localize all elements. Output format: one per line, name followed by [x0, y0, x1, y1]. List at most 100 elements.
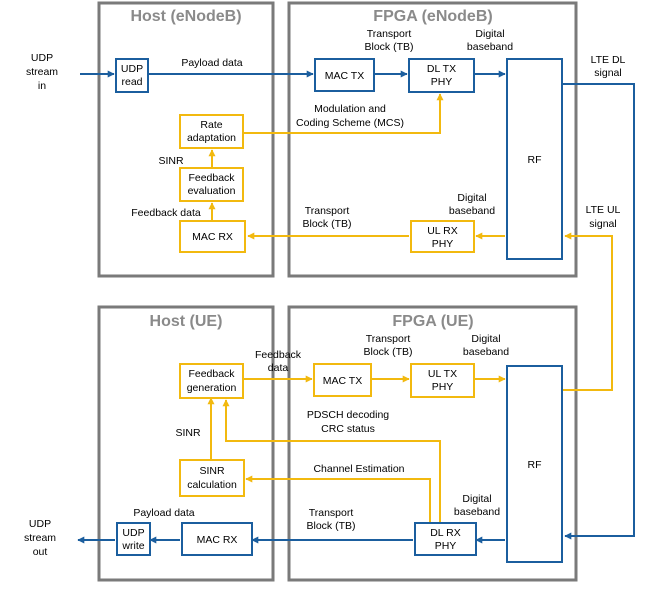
svg-text:Feedback: Feedback: [188, 368, 235, 380]
label-udp-stream-in: UDP stream in: [26, 52, 58, 92]
svg-text:baseband: baseband: [467, 41, 513, 53]
svg-text:Modulation and: Modulation and: [314, 103, 386, 115]
label-transport-block-ue-tx: Transport Block (TB): [363, 333, 412, 358]
svg-text:UDP: UDP: [121, 63, 143, 75]
svg-text:Feedback: Feedback: [188, 172, 235, 184]
block-feedback-evaluation: Feedback evaluation: [179, 167, 244, 202]
svg-text:Block (TB): Block (TB): [302, 218, 351, 230]
block-udp-read: UDP read: [115, 58, 149, 93]
label-digital-baseband-ul-enodeb: Digital baseband: [449, 192, 495, 217]
block-rate-adaptation: Rate adaptation: [179, 114, 244, 149]
svg-text:stream: stream: [24, 532, 56, 544]
panel-fpga-enodeb: [287, 1, 578, 278]
wire-lte-ul-signal: [562, 232, 613, 391]
svg-text:UL TX: UL TX: [428, 368, 457, 380]
svg-text:PHY: PHY: [432, 381, 454, 393]
svg-text:Transport: Transport: [305, 205, 350, 217]
label-sinr-ue: SINR: [175, 427, 201, 439]
svg-text:UDP: UDP: [31, 52, 53, 64]
svg-text:Transport: Transport: [367, 28, 412, 40]
svg-text:out: out: [33, 546, 48, 558]
svg-text:SINR: SINR: [199, 465, 225, 477]
svg-text:Digital: Digital: [475, 28, 504, 40]
svg-text:PDSCH decoding: PDSCH decoding: [307, 409, 389, 421]
svg-text:Payload data: Payload data: [181, 57, 242, 69]
svg-text:Digital: Digital: [462, 493, 491, 505]
svg-text:Digital: Digital: [471, 333, 500, 345]
svg-text:baseband: baseband: [454, 506, 500, 518]
svg-text:signal: signal: [589, 218, 616, 230]
wire-pdsch-crc-status: [222, 399, 441, 523]
panel-title-host-ue: Host (UE): [150, 313, 223, 330]
block-rf-enodeb: RF: [506, 58, 563, 260]
block-mac-rx-ue: MAC RX: [181, 522, 253, 556]
label-feedback-data-enodeb: Feedback data: [131, 207, 201, 219]
svg-text:SINR: SINR: [175, 427, 201, 439]
svg-text:in: in: [38, 80, 46, 92]
panel-host-enodeb: [97, 1, 275, 278]
label-feedback-data-ue: Feedback data: [255, 349, 302, 374]
label-transport-block-top: Transport Block (TB): [364, 28, 413, 53]
svg-text:Block (TB): Block (TB): [364, 41, 413, 53]
svg-text:Payload data: Payload data: [133, 507, 194, 519]
svg-text:write: write: [121, 540, 144, 552]
svg-text:RF: RF: [528, 154, 542, 166]
label-mcs: Modulation and Coding Scheme (MCS): [296, 103, 404, 129]
svg-text:evaluation: evaluation: [188, 185, 236, 197]
svg-text:PHY: PHY: [435, 540, 457, 552]
svg-text:DL RX: DL RX: [430, 527, 461, 539]
svg-text:LTE UL: LTE UL: [586, 204, 621, 216]
svg-text:signal: signal: [594, 67, 621, 79]
svg-text:Transport: Transport: [309, 507, 354, 519]
block-ul-tx-phy: UL TX PHY: [410, 363, 475, 398]
svg-text:MAC TX: MAC TX: [325, 70, 364, 82]
svg-text:SINR: SINR: [158, 155, 184, 167]
svg-text:MAC RX: MAC RX: [197, 534, 238, 546]
label-pdsch-crc-status: PDSCH decoding CRC status: [307, 409, 389, 435]
panel-fpga-ue: [287, 305, 578, 582]
block-ul-rx-phy: UL RX PHY: [410, 220, 475, 253]
svg-text:Block (TB): Block (TB): [306, 520, 355, 532]
label-payload-data-top: Payload data: [181, 57, 242, 69]
svg-text:MAC TX: MAC TX: [323, 375, 362, 387]
svg-text:Rate: Rate: [200, 119, 222, 131]
svg-text:UDP: UDP: [29, 518, 51, 530]
svg-text:Coding Scheme (MCS): Coding Scheme (MCS): [296, 117, 404, 129]
block-dl-rx-phy: DL RX PHY: [414, 522, 477, 556]
svg-text:UDP: UDP: [122, 527, 144, 539]
label-digital-baseband-top: Digital baseband: [467, 28, 513, 53]
svg-text:Feedback: Feedback: [255, 349, 302, 361]
svg-text:MAC RX: MAC RX: [192, 231, 233, 243]
wire-channel-estimation: [245, 475, 431, 523]
svg-text:Transport: Transport: [366, 333, 411, 345]
label-lte-dl-signal: LTE DL signal: [591, 54, 626, 79]
panel-title-host-enodeb: Host (eNodeB): [130, 8, 241, 25]
svg-text:stream: stream: [26, 66, 58, 78]
label-channel-estimation: Channel Estimation: [313, 463, 404, 475]
wire-lte-dl-signal: [562, 83, 635, 540]
svg-text:Block (TB): Block (TB): [363, 346, 412, 358]
svg-text:DL TX: DL TX: [427, 63, 456, 75]
block-udp-write: UDP write: [116, 522, 151, 556]
svg-text:data: data: [268, 362, 289, 374]
block-mac-tx-enodeb: MAC TX: [314, 58, 375, 92]
label-transport-block-ul-enodeb: Transport Block (TB): [302, 205, 351, 230]
block-sinr-calculation: SINR calculation: [179, 459, 245, 497]
block-mac-tx-ue: MAC TX: [313, 363, 372, 397]
svg-text:read: read: [121, 76, 142, 88]
svg-text:Feedback data: Feedback data: [131, 207, 201, 219]
svg-text:Digital: Digital: [457, 192, 486, 204]
block-dl-tx-phy: DL TX PHY: [408, 58, 475, 93]
svg-text:PHY: PHY: [432, 238, 454, 250]
label-digital-baseband-ue-tx: Digital baseband: [463, 333, 509, 358]
svg-text:baseband: baseband: [463, 346, 509, 358]
svg-text:Channel Estimation: Channel Estimation: [313, 463, 404, 475]
svg-text:UL RX: UL RX: [427, 225, 458, 237]
panel-title-fpga-ue: FPGA (UE): [392, 313, 473, 330]
label-sinr-enodeb: SINR: [158, 155, 184, 167]
block-feedback-generation: Feedback generation: [179, 363, 244, 399]
label-transport-block-ue-rx: Transport Block (TB): [306, 507, 355, 532]
panel-host-ue: [97, 305, 275, 582]
svg-text:PHY: PHY: [431, 76, 453, 88]
svg-text:RF: RF: [528, 459, 542, 471]
